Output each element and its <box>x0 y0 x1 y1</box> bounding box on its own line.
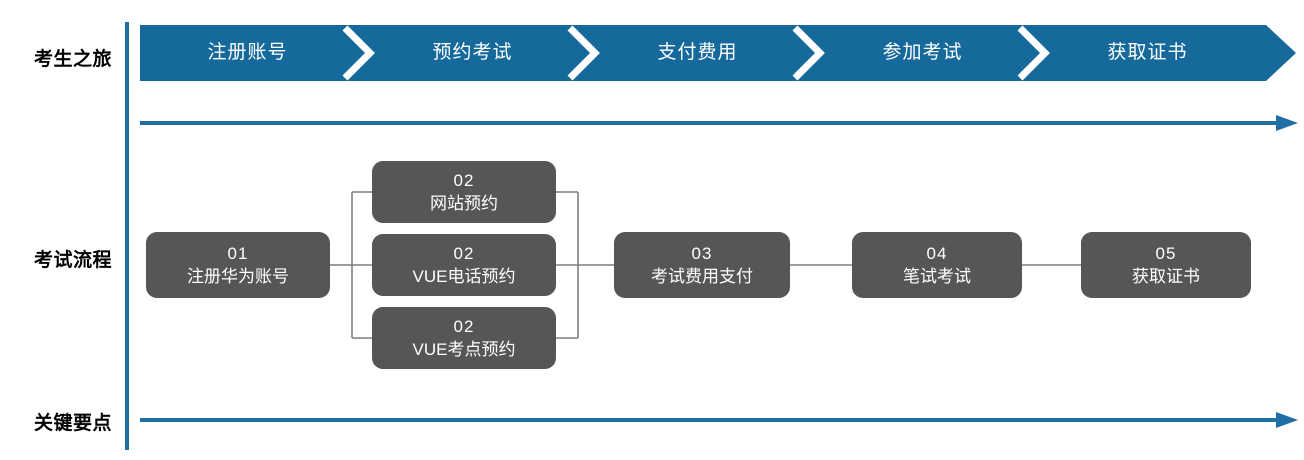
vertical-divider <box>125 22 129 450</box>
process-box-03-number: 03 <box>691 243 713 263</box>
process-box-02-testcenter[interactable]: 02 VUE考点预约 <box>372 307 556 369</box>
process-box-01-number: 01 <box>227 243 249 263</box>
journey-chevron-band: 注册账号 预约考试 支付费用 参加考试 获取证书 <box>140 25 1296 81</box>
process-box-05-number: 05 <box>1155 243 1177 263</box>
process-box-05-label: 获取证书 <box>1132 266 1200 286</box>
process-box-02-testcenter-label: VUE考点预约 <box>412 339 516 359</box>
process-box-03[interactable]: 03 考试费用支付 <box>614 232 790 298</box>
process-box-02-website-label: 网站预约 <box>430 193 498 213</box>
process-box-02-testcenter-number: 02 <box>453 316 475 336</box>
process-box-04-label: 笔试考试 <box>903 266 971 286</box>
process-box-04[interactable]: 04 笔试考试 <box>852 232 1022 298</box>
arrow-right-icon <box>140 412 1298 428</box>
row-label-process: 考试流程 <box>33 250 112 271</box>
process-box-01[interactable]: 01 注册华为账号 <box>146 232 330 298</box>
row-label-keypoints: 关键要点 <box>33 413 112 434</box>
journey-progress-arrow <box>140 112 1300 134</box>
arrow-right-icon <box>140 115 1298 131</box>
process-box-02-phone-label: VUE电话预约 <box>412 266 516 286</box>
process-box-02-phone-number: 02 <box>453 243 475 263</box>
process-box-02-website[interactable]: 02 网站预约 <box>372 161 556 223</box>
keypoints-progress-arrow <box>140 409 1300 431</box>
chevron-band-shape <box>140 25 1296 81</box>
process-box-01-label: 注册华为账号 <box>187 266 289 286</box>
process-box-05[interactable]: 05 获取证书 <box>1081 232 1251 298</box>
row-label-journey: 考生之旅 <box>33 49 112 70</box>
process-box-03-label: 考试费用支付 <box>651 266 753 286</box>
process-box-04-number: 04 <box>926 243 948 263</box>
process-box-02-phone[interactable]: 02 VUE电话预约 <box>372 234 556 296</box>
process-box-02-website-number: 02 <box>453 170 475 190</box>
